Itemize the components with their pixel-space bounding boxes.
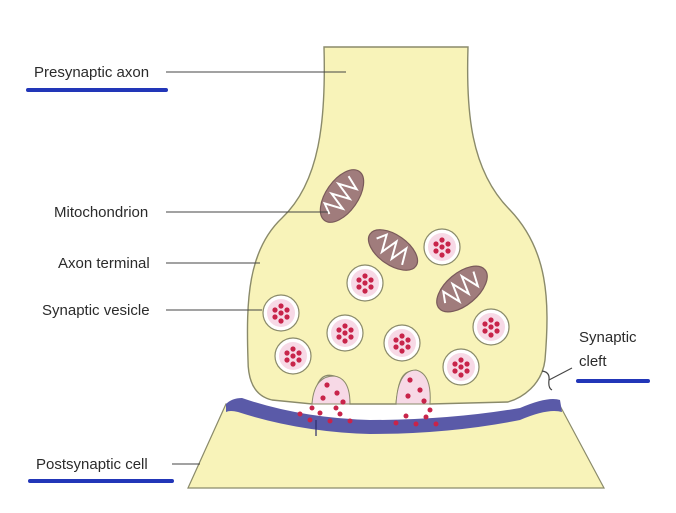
synaptic-vesicles: [262, 228, 510, 386]
mitochondrion-shape: [367, 229, 419, 271]
label-presynaptic-axon: Presynaptic axon: [34, 64, 149, 81]
synaptic-vesicle: [274, 337, 312, 375]
synaptic-cleft-leader: [548, 367, 573, 381]
label-synaptic-cleft-line1: Synaptic: [579, 329, 637, 346]
synaptic-vesicle: [346, 264, 384, 302]
label-mitochondrion: Mitochondrion: [54, 204, 148, 221]
mitochondrion-shape: [436, 265, 488, 313]
synaptic-vesicle: [442, 348, 480, 386]
label-postsynaptic-cell: Postsynaptic cell: [36, 456, 148, 473]
synaptic-vesicle: [472, 308, 510, 346]
label-axon-terminal: Axon terminal: [58, 255, 150, 272]
synaptic-vesicle: [383, 324, 421, 362]
synaptic-vesicle: [423, 228, 461, 266]
synaptic-cleft-bracket: [541, 370, 553, 391]
neurotransmitter-molecules: [297, 405, 439, 427]
synaptic-vesicle: [326, 314, 364, 352]
mitochondrion-shape: [319, 169, 365, 223]
postsynaptic-membrane: [226, 398, 562, 434]
synaptic-vesicle: [262, 294, 300, 332]
label-synaptic-cleft-line2: cleft: [579, 353, 607, 370]
exocytosis-vesicles: [311, 369, 431, 405]
label-synaptic-vesicle: Synaptic vesicle: [42, 302, 150, 319]
